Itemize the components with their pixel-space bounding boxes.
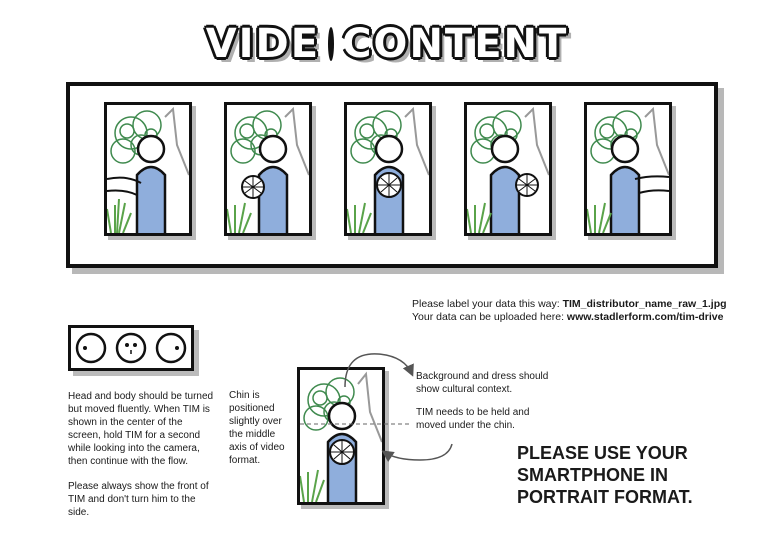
fan-device-icon: [329, 439, 355, 465]
frame-2: [224, 102, 312, 236]
person-illustration: [587, 106, 669, 233]
tim-note: TIM needs to be held and moved under the…: [416, 407, 530, 431]
example-frame: [297, 367, 385, 505]
upload-url: www.stadlerform.com/tim-drive: [566, 311, 724, 323]
play-icon: [328, 27, 353, 61]
frame-1: [104, 102, 192, 236]
fan-device-icon: [241, 175, 265, 199]
label-instructions: Please label your data this way: TIM_dis…: [412, 298, 752, 324]
title-right-word: CONTENT: [342, 21, 569, 67]
person-illustration: [300, 371, 382, 502]
plant-icon: [587, 202, 612, 233]
plant-icon: [227, 202, 252, 233]
frame-4: [464, 102, 552, 236]
video-frame-sequence: [66, 82, 718, 268]
plant-icon: [467, 202, 492, 233]
arrow-icon: [381, 443, 453, 462]
chin-note: Chin is positioned slightly over the mid…: [229, 390, 285, 466]
fan-device-icon: [515, 173, 539, 197]
person-illustration: [107, 106, 189, 233]
person-illustration: [467, 106, 549, 233]
movement-instructions: Head and body should be turned but moved…: [68, 390, 218, 531]
face-icon: [75, 332, 187, 364]
person-illustration: [227, 106, 309, 233]
upload-line: Your data can be uploaded here: www.stad…: [412, 311, 724, 323]
front-facing-paragraph: Please always show the front of TIM and …: [68, 481, 209, 518]
plant-icon: [300, 469, 325, 502]
filename-format: TIM_distributor_name_raw_1.jpg: [562, 298, 727, 310]
plant-icon: [347, 202, 372, 233]
page-title: VIDE CONTENT: [206, 18, 567, 70]
plant-icon: [107, 198, 132, 233]
person-illustration: [347, 106, 429, 233]
frame-5: [584, 102, 672, 236]
title-left-word: VIDE: [205, 21, 321, 67]
movement-paragraph: Head and body should be turned but moved…: [68, 391, 214, 467]
portrait-format-note: PLEASE USE YOUR SMARTPHONE IN PORTRAIT F…: [517, 443, 693, 507]
fan-device-icon: [376, 172, 402, 198]
label-format-line: Please label your data this way: TIM_dis…: [412, 298, 727, 310]
background-note: Background and dress should show cultura…: [416, 371, 549, 395]
frame-3: [344, 102, 432, 236]
face-direction-strip: [68, 325, 194, 371]
